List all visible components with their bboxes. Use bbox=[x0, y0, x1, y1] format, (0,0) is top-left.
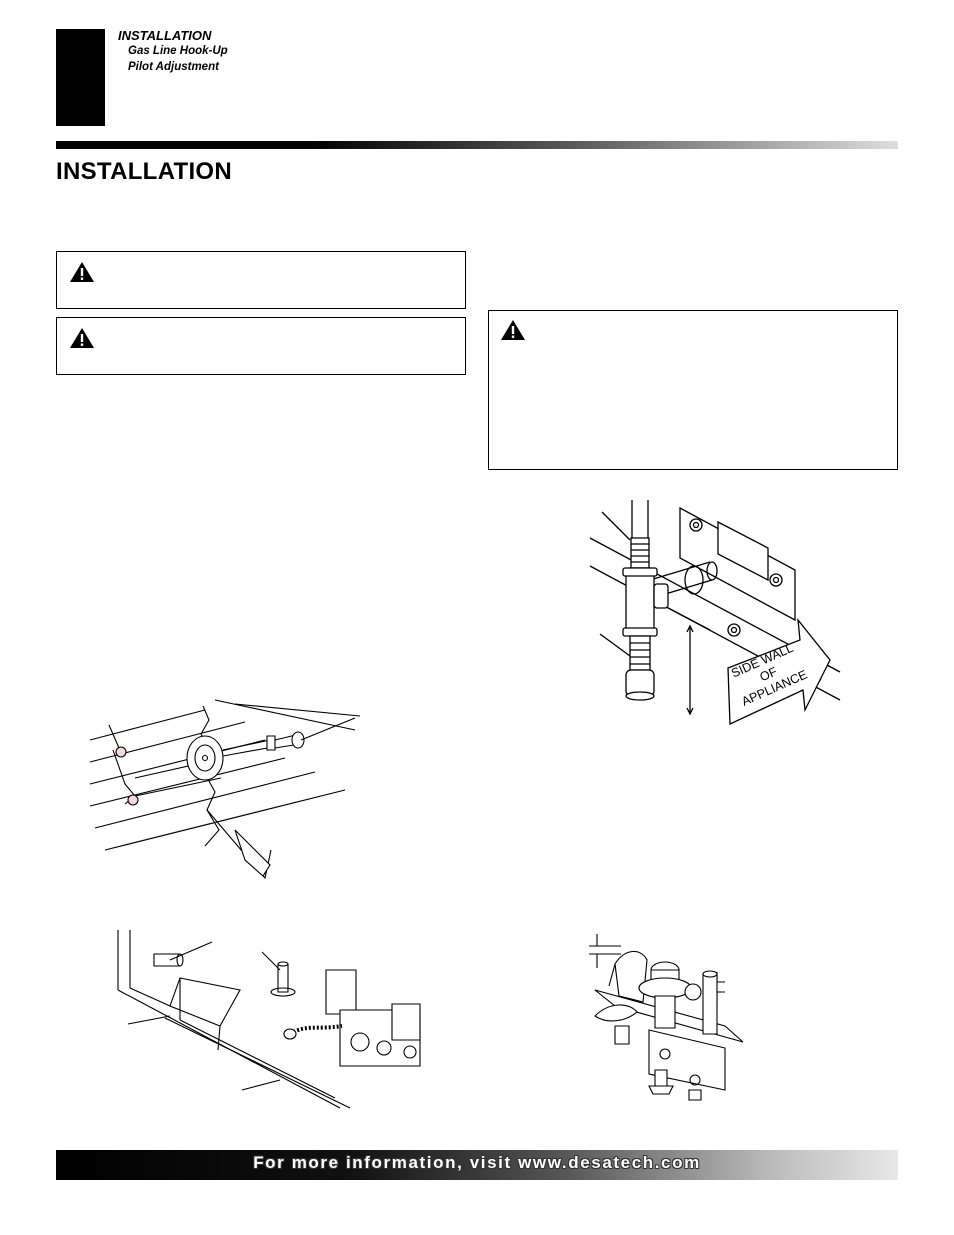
pilot-assembly-figure bbox=[585, 930, 755, 1105]
valve-assembly-figure bbox=[110, 930, 440, 1110]
warning-box-2 bbox=[56, 317, 466, 375]
section-tab-marker bbox=[56, 29, 105, 126]
burner-cutaway-figure bbox=[85, 700, 370, 880]
warning-box-3 bbox=[488, 310, 898, 470]
warning-triangle-icon bbox=[70, 262, 94, 282]
header-subsection-gas-line: Gas Line Hook-Up bbox=[128, 45, 228, 57]
footer-website-link[interactable]: For more information, visit www.desatech… bbox=[253, 1153, 701, 1172]
sediment-trap-figure: SIDE WALL OF APPLIANCE bbox=[590, 500, 850, 730]
header-rule-bar bbox=[56, 141, 898, 149]
footer-bar bbox=[56, 1150, 898, 1180]
header-subsection-pilot: Pilot Adjustment bbox=[128, 61, 219, 73]
warning-triangle-icon bbox=[501, 320, 525, 340]
warning-box-1 bbox=[56, 251, 466, 309]
header-section-title: INSTALLATION bbox=[118, 28, 212, 43]
side-wall-label-line-2: OF bbox=[758, 664, 780, 684]
page-title: INSTALLATION bbox=[56, 158, 233, 185]
warning-triangle-icon bbox=[70, 328, 94, 348]
